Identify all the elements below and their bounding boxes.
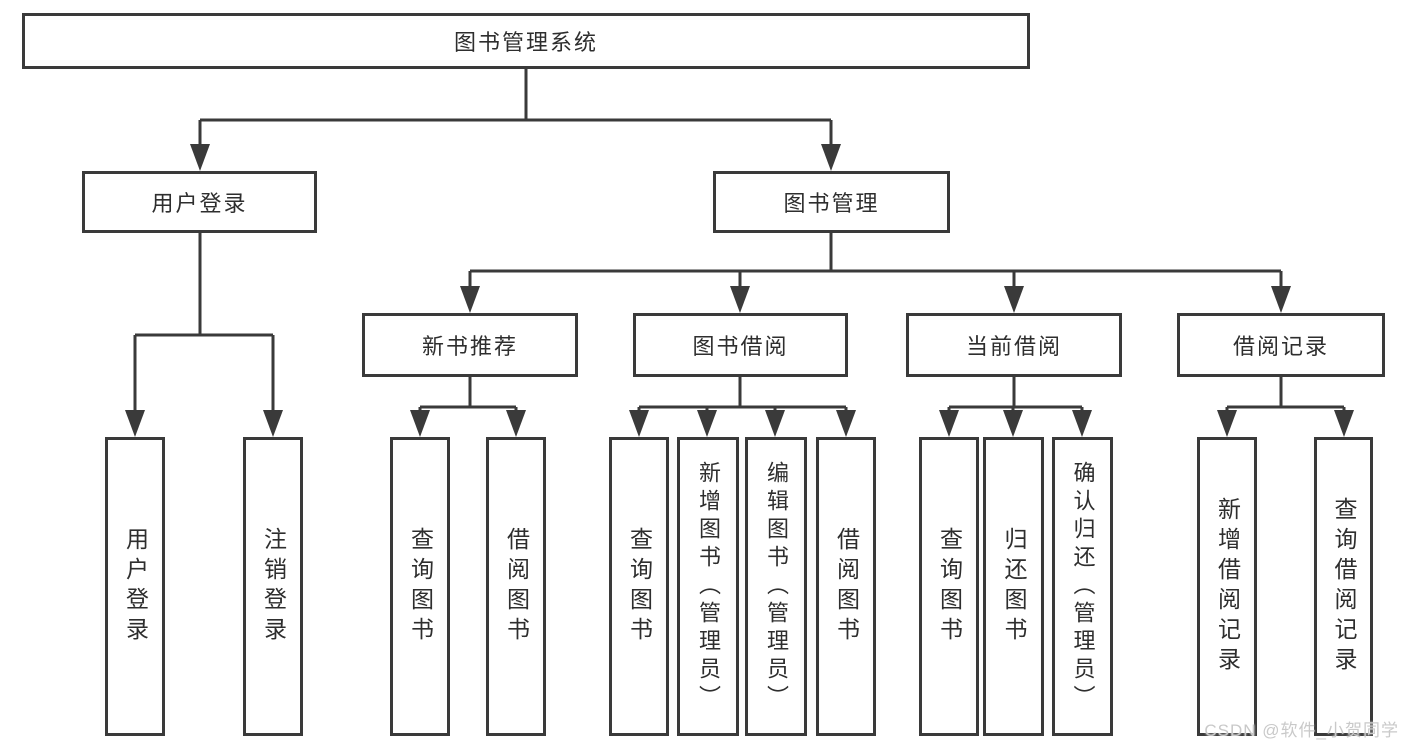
leaf-user-login: 用户登录	[105, 437, 165, 736]
leaf-logout-label: 注销登录	[260, 526, 287, 647]
node-book-management: 图书管理	[713, 171, 950, 233]
leaf-return-books: 归还图书	[983, 437, 1044, 736]
csdn-watermark: CSDN @软件_小贺同学	[1204, 721, 1399, 740]
leaf-borrow-books-recommend: 借阅图书	[486, 437, 546, 736]
leaf-borrow-books-borrowing-label: 借阅图书	[833, 526, 860, 647]
leaf-query-books-current-label: 查询图书	[936, 526, 963, 647]
node-current-borrowing-label: 当前借阅	[965, 334, 1062, 359]
leaf-logout: 注销登录	[243, 437, 303, 736]
leaf-query-books-borrowing-label: 查询图书	[626, 526, 653, 647]
node-new-book-recommend: 新书推荐	[362, 313, 578, 377]
leaf-query-books-recommend-label: 查询图书	[407, 526, 434, 647]
node-book-borrowing: 图书借阅	[633, 313, 848, 377]
leaf-confirm-return-admin: 确认归还（管理员）	[1052, 437, 1113, 736]
leaf-add-books-admin: 新增图书（管理员）	[677, 437, 739, 736]
node-user-login: 用户登录	[82, 171, 317, 233]
node-borrowing-records-label: 借阅记录	[1232, 334, 1329, 359]
leaf-confirm-return-admin-label: 确认归还（管理员）	[1070, 460, 1096, 713]
leaf-query-books-recommend: 查询图书	[390, 437, 450, 736]
node-new-book-recommend-label: 新书推荐	[421, 334, 518, 359]
node-book-borrowing-label: 图书借阅	[692, 334, 789, 359]
node-library-system-label: 图书管理系统	[453, 30, 598, 55]
leaf-add-books-admin-label: 新增图书（管理员）	[696, 460, 721, 713]
leaf-add-borrow-record: 新增借阅记录	[1197, 437, 1257, 736]
leaf-add-borrow-record-label: 新增借阅记录	[1214, 496, 1241, 677]
leaf-edit-books-admin-label: 编辑图书（管理员）	[764, 460, 789, 713]
leaf-user-login-label: 用户登录	[122, 526, 149, 647]
leaf-query-books-borrowing: 查询图书	[609, 437, 669, 736]
leaf-query-borrow-record: 查询借阅记录	[1314, 437, 1373, 736]
leaf-edit-books-admin: 编辑图书（管理员）	[745, 437, 807, 736]
node-library-system: 图书管理系统	[22, 13, 1030, 69]
arrowheads	[125, 144, 1354, 437]
node-current-borrowing: 当前借阅	[906, 313, 1122, 377]
leaf-return-books-label: 归还图书	[1001, 526, 1027, 647]
node-user-login-label: 用户登录	[151, 191, 248, 216]
leaf-borrow-books-recommend-label: 借阅图书	[503, 526, 530, 647]
leaf-borrow-books-borrowing: 借阅图书	[816, 437, 876, 736]
node-borrowing-records: 借阅记录	[1177, 313, 1385, 377]
leaf-query-books-current: 查询图书	[919, 437, 979, 736]
leaf-query-borrow-record-label: 查询借阅记录	[1331, 496, 1357, 677]
node-book-management-label: 图书管理	[783, 191, 880, 216]
